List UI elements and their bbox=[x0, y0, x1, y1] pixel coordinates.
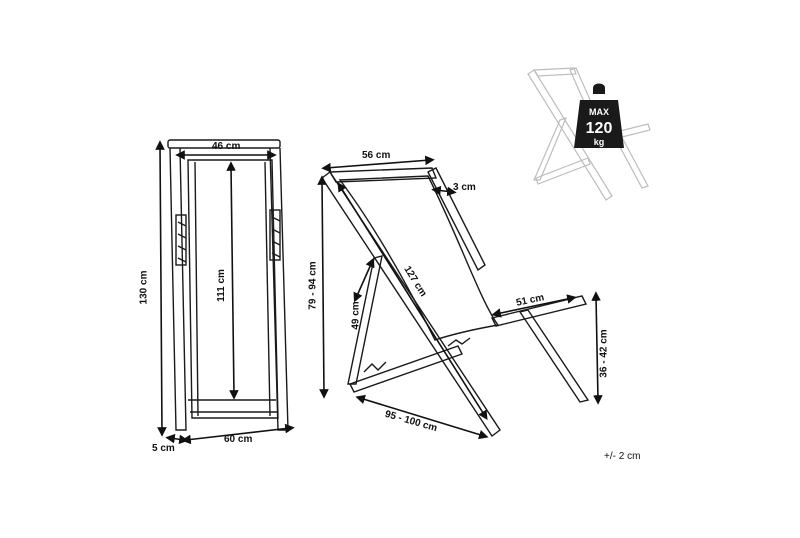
front-frame-depth-label: 5 cm bbox=[152, 443, 175, 454]
side-bar-width-label: 3 cm bbox=[453, 182, 476, 193]
front-dimensions bbox=[155, 140, 295, 445]
tolerance-label: +/- 2 cm bbox=[604, 451, 641, 462]
front-width-inner-label: 46 cm bbox=[212, 141, 241, 152]
side-front-leg bbox=[518, 309, 590, 403]
side-back-height-label: 79 - 94 cm bbox=[307, 261, 319, 310]
front-seat-length-label: 111 cm bbox=[215, 269, 227, 302]
side-dimensions bbox=[317, 155, 603, 440]
front-top-bar bbox=[167, 139, 281, 149]
side-short-leg-label: 49 cm bbox=[350, 301, 362, 330]
side-fabric bbox=[338, 175, 500, 341]
side-view bbox=[321, 167, 590, 438]
front-width-outer-label: 60 cm bbox=[224, 434, 253, 445]
badge-unit-label: kg bbox=[594, 137, 605, 147]
weight-icon: MAX 120 kg bbox=[574, 83, 624, 148]
front-left-notches bbox=[175, 214, 187, 266]
badge-weight-value: 120 bbox=[586, 120, 613, 137]
front-height-label: 130 cm bbox=[138, 270, 150, 305]
front-view bbox=[167, 139, 289, 431]
badge-max-label: MAX bbox=[589, 107, 609, 117]
front-fabric bbox=[187, 159, 279, 419]
side-top-width-label: 56 cm bbox=[362, 150, 391, 161]
front-left-rail bbox=[169, 147, 187, 431]
front-right-notches bbox=[269, 209, 281, 261]
side-seat-height-label: 36 - 42 cm bbox=[598, 329, 610, 378]
